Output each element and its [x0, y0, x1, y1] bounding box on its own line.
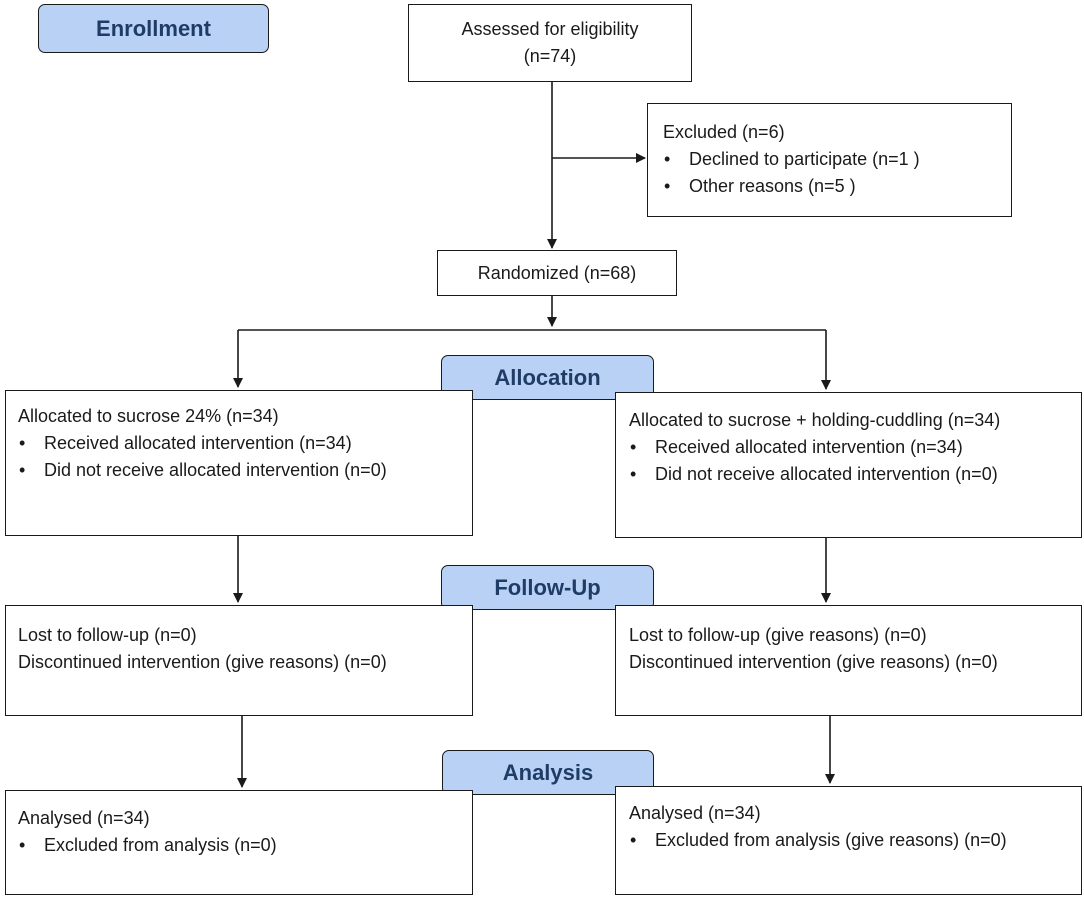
allocation-left-list: Received allocated intervention (n=34) D…: [18, 430, 472, 484]
followup-right-lost: Lost to follow-up (give reasons) (n=0): [629, 625, 927, 645]
analysis-left-box: Analysed (n=34) Excluded from analysis (…: [5, 790, 473, 895]
followup-right-box: Lost to follow-up (give reasons) (n=0) D…: [615, 605, 1082, 716]
assessed-count: (n=74): [523, 46, 577, 66]
list-item: Excluded from analysis (give reasons) (n…: [629, 827, 1081, 854]
list-item: Did not receive allocated intervention (…: [18, 457, 472, 484]
list-item: Other reasons (n=5 ): [663, 173, 1011, 200]
analysis-right-title: Analysed (n=34): [629, 803, 761, 823]
assessed-box: Assessed for eligibility (n=74): [408, 4, 692, 82]
allocation-left-title: Allocated to sucrose 24% (n=34): [18, 406, 279, 426]
followup-left-discontinued: Discontinued intervention (give reasons)…: [18, 652, 387, 672]
allocation-right-box: Allocated to sucrose + holding-cuddling …: [615, 392, 1082, 538]
analysis-right-box: Analysed (n=34) Excluded from analysis (…: [615, 786, 1082, 895]
allocation-right-list: Received allocated intervention (n=34) D…: [629, 434, 1081, 488]
list-item: Received allocated intervention (n=34): [629, 434, 1081, 461]
excluded-reasons-list: Declined to participate (n=1 ) Other rea…: [663, 146, 1011, 200]
allocation-left-box: Allocated to sucrose 24% (n=34) Received…: [5, 390, 473, 536]
list-item: Received allocated intervention (n=34): [18, 430, 472, 457]
followup-right-discontinued: Discontinued intervention (give reasons)…: [629, 652, 998, 672]
list-item: Declined to participate (n=1 ): [663, 146, 1011, 173]
followup-left-box: Lost to follow-up (n=0) Discontinued int…: [5, 605, 473, 716]
excluded-box: Excluded (n=6) Declined to participate (…: [647, 103, 1012, 217]
allocation-right-title: Allocated to sucrose + holding-cuddling …: [629, 410, 1001, 430]
stage-label-enrollment: Enrollment: [38, 4, 269, 53]
list-item: Did not receive allocated intervention (…: [629, 461, 1081, 488]
assessed-label: Assessed for eligibility: [461, 19, 639, 39]
stage-label-follow-up: Follow-Up: [441, 565, 654, 610]
analysis-left-list: Excluded from analysis (n=0): [18, 832, 472, 859]
analysis-right-list: Excluded from analysis (give reasons) (n…: [629, 827, 1081, 854]
randomized-label: Randomized (n=68): [477, 262, 637, 283]
followup-left-lost: Lost to follow-up (n=0): [18, 625, 197, 645]
excluded-title: Excluded (n=6): [663, 122, 785, 142]
analysis-left-title: Analysed (n=34): [18, 808, 150, 828]
list-item: Excluded from analysis (n=0): [18, 832, 472, 859]
randomized-box: Randomized (n=68): [437, 250, 677, 296]
